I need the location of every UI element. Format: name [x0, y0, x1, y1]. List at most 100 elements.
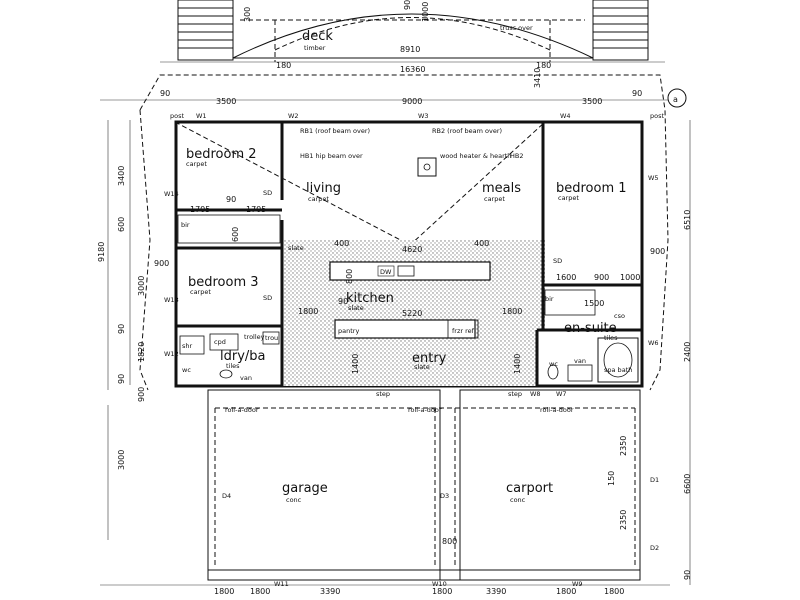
grid-marker-a-label: a — [673, 95, 678, 104]
dim-l3000: 3000 — [137, 276, 146, 296]
dim-3500-left: 3500 — [216, 97, 236, 106]
dim-400a: 400 — [334, 239, 349, 248]
bedroom2-sub: carpet — [186, 160, 207, 168]
door-d1: D1 — [650, 476, 659, 484]
dimension-lines — [100, 61, 691, 586]
dim-g800: 800 — [442, 537, 457, 546]
dim-1500l: 1500 — [584, 299, 604, 308]
cupboard — [209, 333, 239, 351]
dim-b3390b: 3390 — [486, 587, 506, 596]
shr-note: shr — [182, 342, 193, 350]
bedroom3-label: bedroom 3 — [188, 275, 259, 290]
garage-sub: conc — [286, 496, 302, 504]
frzr-note: frzr ref — [452, 327, 475, 335]
dim-b3390a: 3390 — [320, 587, 340, 596]
dim-4620: 4620 — [402, 245, 422, 254]
trough-note: trou — [265, 334, 278, 342]
garage-label: garage — [282, 481, 328, 496]
sd-bedroom3: SD — [263, 294, 272, 302]
door-d2: D2 — [650, 544, 659, 552]
truss-note-top: truss over — [500, 24, 533, 32]
ensuite-vanity — [567, 364, 593, 382]
window-w6: W6 — [648, 339, 659, 347]
window-w8: W8 — [530, 390, 541, 398]
kitchen-bench — [329, 261, 491, 281]
roof-outline — [139, 74, 669, 391]
dim-r150: 150 — [607, 471, 616, 486]
bedroom2-label: bedroom 2 — [186, 147, 257, 162]
ldryba-sub: tiles — [226, 362, 240, 370]
dim-1800a: 1800 — [298, 307, 318, 316]
dim-3410: 3410 — [533, 68, 542, 88]
spa-bath — [597, 337, 639, 383]
dim-top-180b: 180 — [536, 61, 551, 70]
van-laundry: van — [240, 374, 252, 382]
meals-label: meals — [482, 181, 521, 196]
window-w4: W4 — [560, 112, 571, 120]
dim-l3400: 3400 — [117, 166, 126, 186]
dim-r2400: 2400 — [683, 342, 692, 362]
dim-l3000g: 3000 — [117, 450, 126, 470]
kitchen-label: kitchen — [346, 291, 394, 306]
dim-r2350a: 2350 — [619, 436, 628, 456]
kitchen-sub: slate — [348, 304, 364, 312]
trough — [262, 331, 280, 345]
dim-b1800e: 1800 — [604, 587, 624, 596]
rb2-note: RB2 (roof beam over) — [432, 127, 502, 135]
dim-l90b: 90 — [117, 374, 126, 384]
bedroom1-label: bedroom 1 — [556, 181, 627, 196]
spa-bath-note: spa bath — [604, 366, 632, 374]
ensuite-sub: tiles — [604, 334, 618, 342]
right-stairs — [592, 0, 649, 61]
shower — [179, 335, 205, 355]
grid-marker-a — [667, 88, 687, 108]
window-w3: W3 — [418, 112, 429, 120]
kitchen-sink — [397, 265, 415, 277]
living-label: living — [306, 181, 341, 196]
left-stairs — [177, 0, 234, 61]
wood-heater-note: wood heater & hearth — [440, 152, 511, 160]
sd-bedroom2: SD — [263, 189, 272, 197]
dim-overall-16360: 16360 — [400, 65, 425, 74]
carport-sub: conc — [510, 496, 526, 504]
dim-r900: 900 — [650, 247, 665, 256]
window-w13: W13 — [164, 296, 179, 304]
dim-1400b: 1400 — [513, 354, 522, 374]
ldryba-label: ldry/ba — [220, 349, 266, 364]
bedroom2-robe — [177, 214, 281, 244]
dim-b1800b: 1800 — [250, 587, 270, 596]
dim-1800b: 1800 — [502, 307, 522, 316]
bedroom1-sub: carpet — [558, 194, 579, 202]
post-note-right: post — [650, 112, 664, 120]
dim-l600: 600 — [117, 217, 126, 232]
ensuite-label: en-suite — [564, 321, 617, 336]
wood-heater — [417, 157, 437, 177]
dim-l1820: 1820 — [137, 342, 146, 362]
dim-r6600: 6600 — [683, 474, 692, 494]
carport-label: carport — [506, 481, 553, 496]
dw-note: DW — [380, 268, 392, 276]
hb2-note: HB2 — [510, 152, 523, 160]
dim-deck-8910: 8910 — [400, 45, 420, 54]
dim-600: 600 — [231, 227, 240, 242]
dim-900r: 900 — [594, 273, 609, 282]
van-ensuite: van — [574, 357, 586, 365]
dim-left-90: 90 — [160, 89, 170, 98]
window-w12: W12 — [164, 350, 179, 358]
dim-3500-right: 3500 — [582, 97, 602, 106]
wc-ensuite: wc — [549, 360, 558, 368]
dim-1400a: 1400 — [351, 354, 360, 374]
dim-5220: 5220 — [402, 309, 422, 318]
dim-800k: 800 — [345, 269, 354, 284]
cpd-note: cpd — [214, 338, 226, 346]
door-d3: D3 — [440, 492, 449, 500]
wc-laundry: wc — [182, 366, 191, 374]
left-stair-treads — [178, 7, 233, 49]
laundry-basin — [219, 369, 233, 379]
dim-r6510: 6510 — [683, 210, 692, 230]
window-w9: W9 — [572, 580, 583, 588]
sd-bedroom1: SD — [553, 257, 562, 265]
step-right: step — [508, 390, 522, 398]
dim-400b: 400 — [474, 239, 489, 248]
deck-curve-outer — [232, 13, 594, 59]
